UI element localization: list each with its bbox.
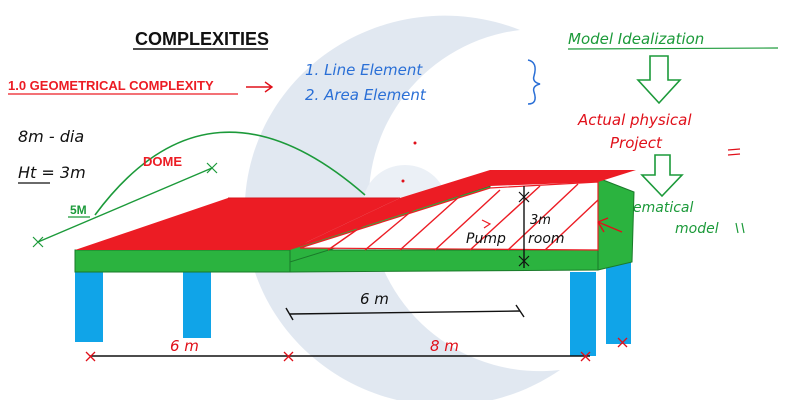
flow-top-underline [567,47,779,50]
element-list-item-1: 1. Line Element [305,61,423,79]
pump-room-height-tick-top [518,191,530,203]
page-heading: COMPLEXITIES [135,29,269,49]
dome-span-line [37,167,213,243]
pump-room-height: 3m [530,213,551,228]
bottom-dim-label-left: 6 m [170,337,199,355]
stray-dot-2 [401,179,405,183]
flow-arrow-icon-2 [640,154,684,198]
slab-inclined [290,170,636,250]
element-list-brace [527,59,541,105]
column-2 [183,272,211,338]
dome-span-tick-left [32,236,44,248]
flow-arrow-icon-1 [636,55,682,105]
column-4 [606,262,631,344]
end-wall-arrow-icon [597,217,623,233]
pump-room-label-left: Pump [466,231,506,247]
bottom-dim-tick-2 [283,351,294,362]
flow-model-idealization: Model Idealization [568,30,704,48]
flow-actual-physical: Actual physical [577,111,692,129]
bottom-dim-tick-1 [85,351,96,362]
beam-front-right [289,249,599,273]
pump-room-mark [481,219,492,229]
inner-dim-label: 6 m [360,290,389,308]
stray-dot-1 [413,141,417,145]
pump-room-label-right: room [528,231,565,247]
slab-flat [75,198,400,250]
inner-dim-tick-left [285,307,294,321]
section-title: 1.0 GEOMETRICAL COMPLEXITY [8,78,214,93]
flow-project: Project [610,134,663,152]
dome-label: DOME [143,154,182,169]
column-3 [570,272,596,356]
flow-model-ticks [735,222,745,234]
bottom-dim-tick-3 [580,351,591,362]
flow-model: model [675,221,719,237]
element-list-item-2: 2. Area Element [305,86,427,104]
dome-span-tick-right [206,162,218,174]
section-arrow-icon [246,81,274,93]
dome-diameter: 8m - dia [18,127,84,146]
dome-span: 5M [70,203,87,217]
beam-left [74,249,291,273]
inner-dim-tick-right [515,304,525,318]
pump-room-height-tick-bottom [518,255,530,267]
bottom-dim-label-right: 8 m [430,337,459,355]
column-1 [75,272,103,342]
inner-dim-line [289,310,521,315]
bottom-dim-tick-4 [617,337,628,348]
dome-height: Ht = 3m [18,163,86,182]
dome-arc [94,131,366,216]
pump-room-hatching [327,183,599,251]
flow-equals-mark [727,148,741,156]
